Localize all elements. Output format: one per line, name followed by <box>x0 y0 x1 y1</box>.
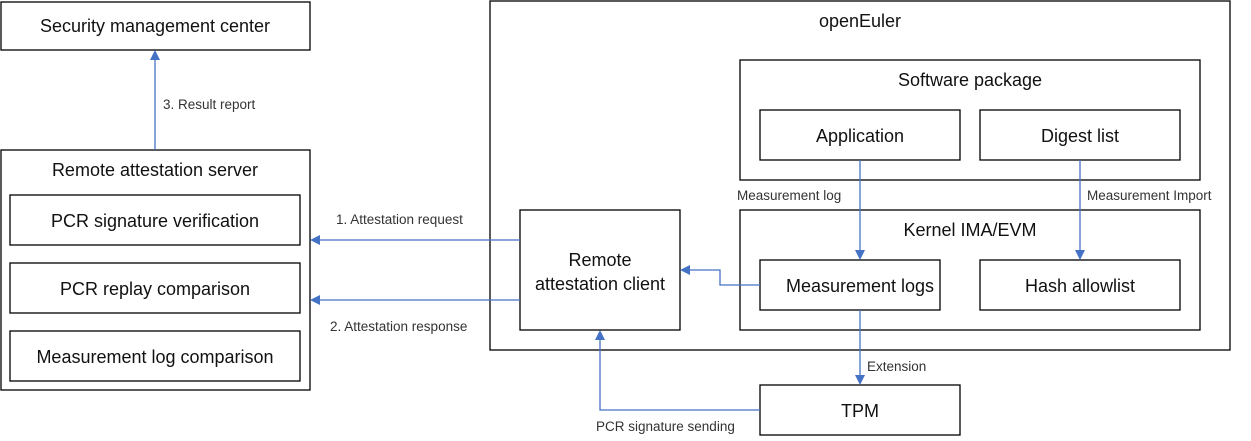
measurement-log-comparison-node <box>9 330 301 382</box>
pcr-replay-label: PCR replay comparison <box>60 279 250 299</box>
pcr-replay-comparison-node <box>9 262 301 314</box>
remote-attestation-client-node: Remote attestation client <box>519 209 681 331</box>
application-node <box>759 109 961 161</box>
kernel-ima-evm-node: Kernel IMA/EVM Measurement logs Hash all… <box>739 209 1201 331</box>
client-line1-label: Remote <box>568 250 631 270</box>
pcr-signature-sending-arrow <box>595 330 760 411</box>
server-label: Remote attestation server <box>52 160 258 180</box>
attestation-request-label: 1. Attestation request <box>336 212 463 227</box>
software-package-label: Software package <box>898 70 1042 90</box>
attestation-response-label: 2. Attestation response <box>330 319 467 334</box>
tpm-label: TPM <box>841 401 879 421</box>
hash-allowlist-label: Hash allowlist <box>1025 276 1135 296</box>
hash-allowlist-node <box>979 259 1181 311</box>
extension-label: Extension <box>867 359 926 374</box>
pcr-sig-label: PCR signature verification <box>51 211 259 231</box>
application-label: Application <box>816 126 904 146</box>
logs-to-client-arrow <box>680 265 760 286</box>
measurement-logs-label: Measurement logs <box>786 276 934 296</box>
remote-attestation-server-node: Remote attestation server PCR signature … <box>0 149 311 391</box>
log-compare-label: Measurement log comparison <box>36 347 273 367</box>
client-line2-label: attestation client <box>535 274 665 294</box>
openeuler-label: openEuler <box>819 11 901 31</box>
kernel-label: Kernel IMA/EVM <box>903 220 1036 240</box>
measurement-import-label: Measurement Import <box>1087 188 1212 203</box>
result-report-label: 3. Result report <box>163 97 256 112</box>
digest-list-node <box>979 109 1181 161</box>
software-package-node: Software package Application Digest list <box>739 59 1201 181</box>
digest-list-label: Digest list <box>1041 126 1119 146</box>
tpm-node: TPM <box>759 384 961 436</box>
security-management-center-node: Security management center <box>0 1 311 51</box>
pcr-signature-verification-node <box>9 194 301 246</box>
security-center-label: Security management center <box>40 16 270 36</box>
pcr-signature-sending-label: PCR signature sending <box>596 419 735 434</box>
measurement-log-label: Measurement log <box>737 188 841 203</box>
measurement-logs-node <box>759 259 941 311</box>
